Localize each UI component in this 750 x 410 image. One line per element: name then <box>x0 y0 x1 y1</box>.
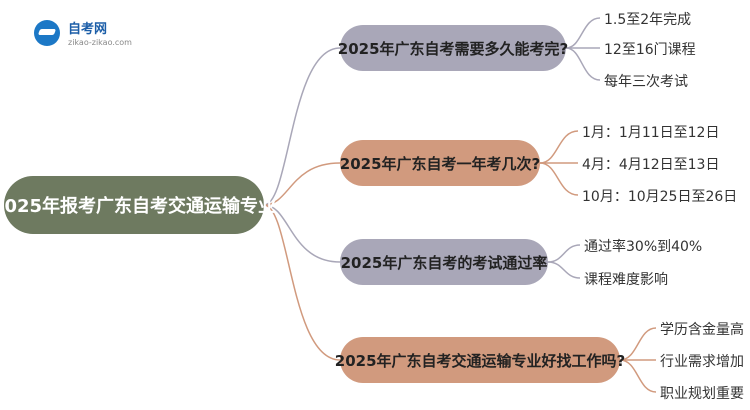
branch-node-1: 2025年广东自考需要多久能考完? <box>338 25 568 71</box>
graduation-cap-icon <box>34 20 60 46</box>
connector-b1-leaf-3 <box>565 47 601 81</box>
connector-root-branch-2 <box>263 162 341 206</box>
leaf-4-2: 行业需求增加 <box>660 354 744 370</box>
connector-b2-leaf-3 <box>539 162 579 196</box>
leaf-2-2: 4月：4月12日至13日 <box>582 157 720 173</box>
site-logo[interactable]: 自考网 zikao-zikao.com <box>26 16 146 52</box>
leaf-2-3: 10月：10月25日至26日 <box>582 189 738 205</box>
leaf-1-1: 1.5至2年完成 <box>604 12 692 28</box>
branch-node-2: 2025年广东自考一年考几次? <box>340 140 540 186</box>
connector-b2-leaf-1 <box>539 130 579 164</box>
connector-root-branch-1 <box>263 47 341 206</box>
logo-url: zikao-zikao.com <box>68 38 132 47</box>
connector-b3-leaf-1 <box>547 244 581 263</box>
leaf-4-3: 职业规划重要 <box>660 386 744 402</box>
root-node: 2025年报考广东自考交通运输专业 <box>0 176 276 234</box>
connector-root-branch-4 <box>263 204 341 361</box>
connector-b4-leaf-1 <box>619 327 657 361</box>
leaf-2-1: 1月：1月11日至12日 <box>582 125 720 141</box>
connector-b3-leaf-2 <box>547 261 581 279</box>
leaf-1-3: 每年三次考试 <box>604 74 688 90</box>
connector-root-branch-3 <box>263 204 341 263</box>
leaf-3-1: 通过率30%到40% <box>584 239 703 255</box>
connector-b1-leaf-1 <box>565 17 601 49</box>
connector-b4-leaf-3 <box>619 359 657 393</box>
leaf-4-1: 学历含金量高 <box>660 322 744 338</box>
leaf-1-2: 12至16门课程 <box>604 42 696 58</box>
leaf-3-2: 课程难度影响 <box>584 272 668 288</box>
logo-name: 自考网 <box>68 22 108 37</box>
branch-node-4: 2025年广东自考交通运输专业好找工作吗? <box>335 337 625 383</box>
branch-node-3: 2025年广东自考的考试通过率 <box>340 239 548 285</box>
